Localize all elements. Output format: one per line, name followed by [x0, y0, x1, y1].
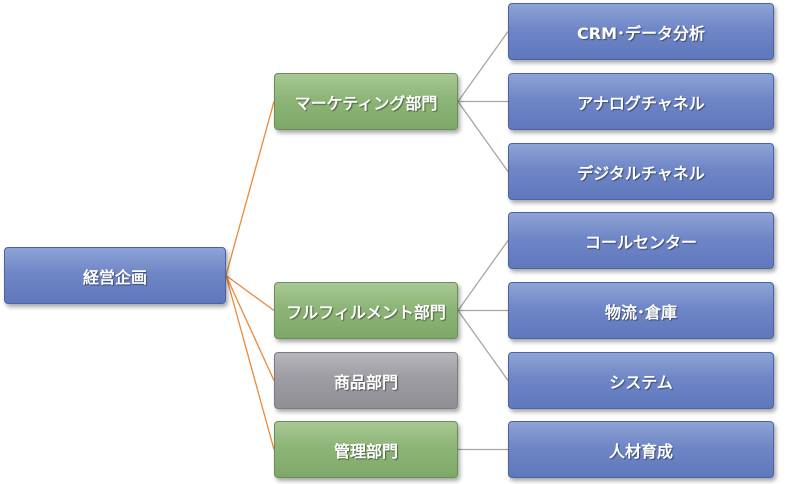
department-node-marketing[interactable]: マーケティング部門 [274, 73, 458, 130]
team-node-logistics-warehouse[interactable]: 物流･倉庫 [508, 282, 774, 339]
team-label: CRM･データ分析 [577, 23, 705, 43]
root-to-department-line [225, 275, 275, 450]
team-label: アナログチャネル [577, 93, 705, 113]
department-label: 商品部門 [333, 372, 398, 392]
team-node-call-center[interactable]: コールセンター [508, 212, 774, 269]
team-node-analog-channel[interactable]: アナログチャネル [508, 73, 774, 130]
root-to-department-line [225, 275, 275, 381]
department-node-product[interactable]: 商品部門 [274, 352, 458, 409]
team-label: コールセンター [584, 232, 697, 252]
team-node-system[interactable]: システム [508, 352, 774, 409]
team-label: デジタルチャネル [577, 163, 705, 183]
department-to-team-line [457, 31, 509, 102]
department-to-team-line [457, 310, 509, 381]
department-connectors [457, 31, 509, 451]
department-to-team-line [457, 240, 509, 311]
team-label: 人材育成 [608, 441, 673, 461]
department-label: フルフィルメント部門 [286, 302, 446, 322]
department-to-team-line [457, 101, 509, 172]
root-to-department-line [225, 101, 275, 276]
root-connectors [225, 101, 275, 450]
team-node-hr-development[interactable]: 人材育成 [508, 421, 774, 478]
department-label: マーケティング部門 [294, 93, 438, 113]
department-node-administration[interactable]: 管理部門 [274, 421, 458, 478]
team-label: 物流･倉庫 [604, 302, 677, 322]
department-node-fulfillment[interactable]: フルフィルメント部門 [274, 282, 458, 339]
root-node-label: 経営企画 [82, 267, 147, 287]
team-label: システム [609, 372, 673, 392]
team-node-digital-channel[interactable]: デジタルチャネル [508, 143, 774, 200]
team-node-crm-data-analysis[interactable]: CRM･データ分析 [508, 3, 774, 60]
root-to-department-line [225, 274, 275, 312]
department-label: 管理部門 [333, 441, 398, 461]
root-node-management-planning[interactable]: 経営企画 [4, 247, 226, 304]
